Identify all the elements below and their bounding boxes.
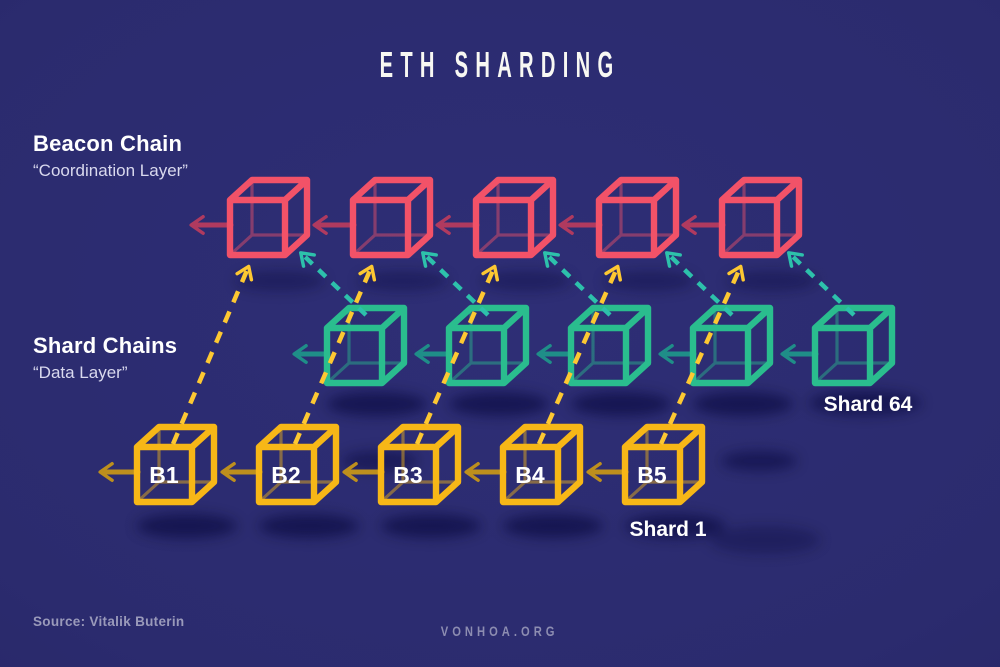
beacon-chain-label: Beacon Chain “Coordination Layer” xyxy=(33,131,188,181)
shard64-block-cube xyxy=(815,308,892,383)
block-label-b3: B3 xyxy=(393,462,422,488)
attestation-arrow xyxy=(421,251,490,317)
page-title-text: ETH SHARDING xyxy=(379,44,621,85)
attestation-arrow xyxy=(787,251,856,317)
block-label-b5: B5 xyxy=(637,462,667,488)
shard-chains-subtitle: “Data Layer” xyxy=(33,363,128,382)
crosslink-arrow xyxy=(658,264,745,445)
crosslink-arrow xyxy=(536,264,622,445)
crosslink-arrow xyxy=(414,264,500,445)
beacon-cube-row xyxy=(230,180,799,255)
shard-block-cube xyxy=(327,308,404,383)
site-watermark: VONHOA.ORG xyxy=(0,623,1000,639)
block-label-b4: B4 xyxy=(515,462,545,488)
beacon-block-cube xyxy=(476,180,553,255)
beacon-chain-title: Beacon Chain xyxy=(33,131,183,156)
block-label-b2: B2 xyxy=(271,462,300,488)
shard-chains-title: Shard Chains xyxy=(33,333,178,358)
block-labels: B1 B2 B3 B4 B5 xyxy=(149,462,667,488)
attestation-arrow xyxy=(299,251,368,317)
source-credit: Source: Vitalik Buterin xyxy=(33,614,185,629)
attestation-arrow xyxy=(543,251,612,317)
beacon-block-cube xyxy=(722,180,799,255)
beacon-block-cube xyxy=(353,180,430,255)
beacon-block-cube xyxy=(599,180,676,255)
shadow-blobs xyxy=(137,271,921,554)
shard-block-cube xyxy=(449,308,526,383)
crosslink-arrow xyxy=(170,264,254,445)
shard-block-cube xyxy=(571,308,648,383)
crosslink-arrows xyxy=(170,264,745,445)
shard1-caption: Shard 1 xyxy=(629,518,707,541)
attestation-arrows xyxy=(299,251,856,317)
shard-cube-row xyxy=(327,308,892,383)
shard-chains-label: Shard Chains “Data Layer” xyxy=(33,333,177,383)
block-label-b1: B1 xyxy=(149,462,179,488)
page-title: ETH SHARDING xyxy=(0,44,1000,86)
crosslink-arrow xyxy=(292,264,377,445)
site-watermark-text: VONHOA.ORG xyxy=(441,623,559,639)
shard64-caption: Shard 64 xyxy=(823,393,913,416)
shard-block-cube xyxy=(693,308,770,383)
beacon-block-cube xyxy=(230,180,307,255)
attestation-arrow xyxy=(665,251,734,317)
beacon-chain-subtitle: “Coordination Layer” xyxy=(33,161,188,180)
